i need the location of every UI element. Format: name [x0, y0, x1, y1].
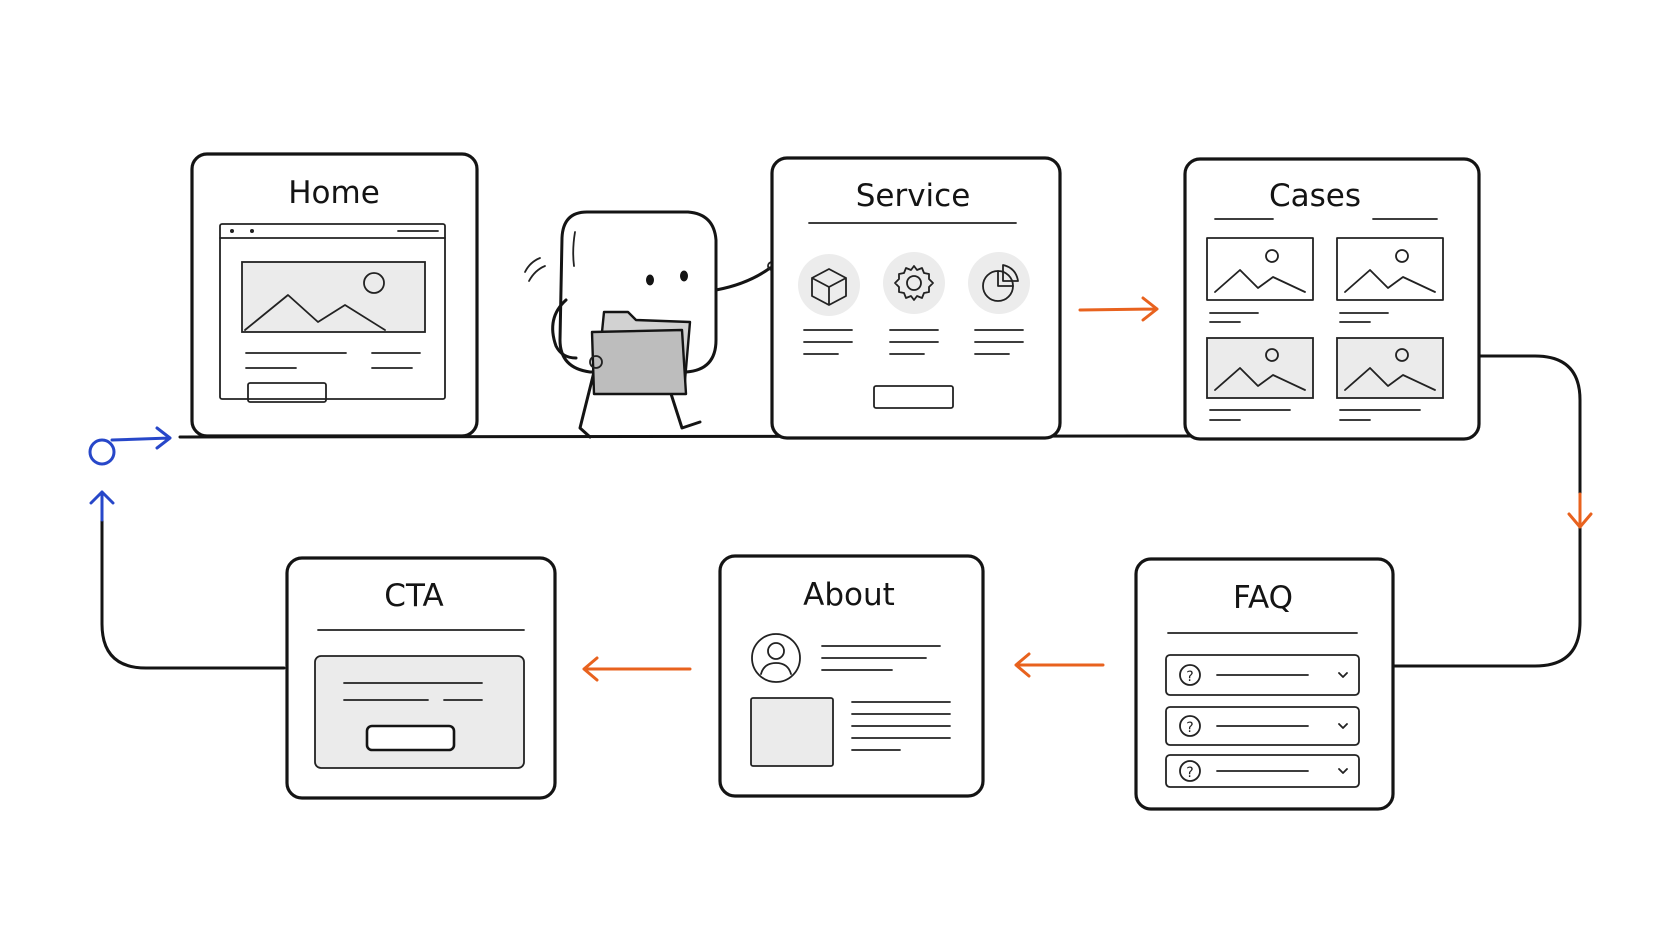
arrow-service-to-cases	[1078, 296, 1159, 322]
arrow-cases-to-faq	[1567, 492, 1593, 529]
faq-item-1: ?	[1165, 654, 1360, 696]
card-home: Home	[190, 152, 479, 438]
card-faq-title: FAQ	[1233, 580, 1293, 616]
pie-chart-icon	[968, 252, 1030, 314]
svg-text:?: ?	[1186, 765, 1193, 781]
gear-icon	[883, 252, 945, 314]
browser-window-sketch	[219, 223, 446, 403]
start-circle	[88, 438, 116, 466]
faq-item-2: ?	[1165, 706, 1360, 746]
card-cta: CTA	[285, 556, 557, 800]
card-about-title: About	[803, 577, 895, 613]
card-service: Service	[770, 156, 1062, 440]
card-cases: Cases	[1183, 157, 1481, 441]
arrow-about-to-cta	[582, 656, 692, 682]
home-button-sketch	[247, 382, 327, 403]
avatar-icon	[751, 633, 801, 683]
folder-icon	[590, 310, 692, 396]
card-cta-title: CTA	[384, 578, 443, 614]
faq-item-3: ?	[1165, 754, 1360, 788]
svg-text:?: ?	[1186, 720, 1193, 736]
svg-text:?: ?	[1186, 669, 1193, 685]
case-image-3	[1206, 337, 1314, 399]
case-image-2	[1336, 237, 1444, 301]
return-up-arrow	[89, 490, 115, 522]
start-arrow	[110, 426, 172, 450]
about-photo-sketch	[750, 697, 834, 767]
card-cases-title: Cases	[1269, 178, 1361, 214]
cube-icon	[798, 254, 860, 316]
case-image-4	[1336, 337, 1444, 399]
arrow-faq-to-about	[1014, 652, 1105, 678]
card-about: About	[718, 554, 985, 798]
case-image-1	[1206, 237, 1314, 301]
cta-button-sketch	[365, 724, 456, 752]
service-button-sketch	[873, 385, 954, 409]
left-loop-line	[100, 496, 286, 670]
image-icon	[241, 261, 426, 333]
mascot-holding-folder	[524, 210, 777, 439]
card-service-title: Service	[856, 178, 971, 214]
card-faq: FAQ ? ? ?	[1134, 557, 1395, 811]
card-home-title: Home	[288, 175, 380, 211]
